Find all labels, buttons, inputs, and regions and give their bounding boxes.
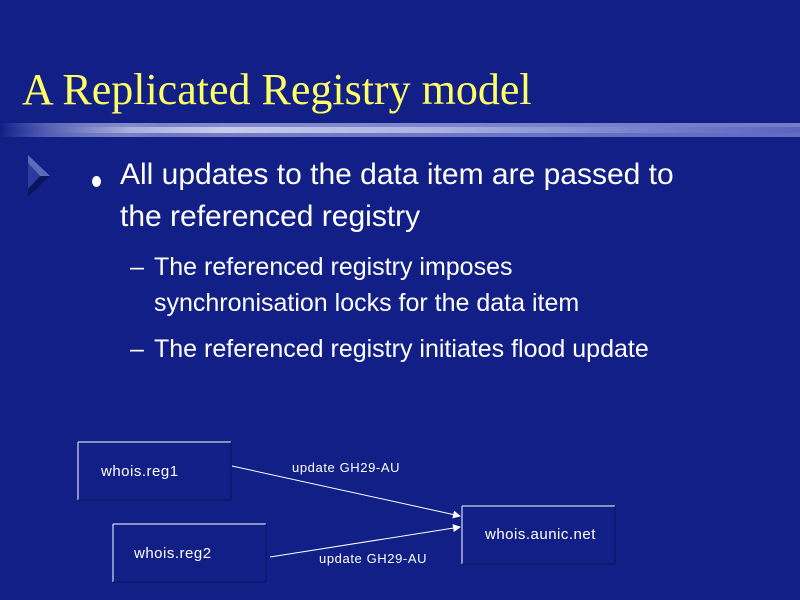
title-underline [0,123,800,137]
edge-reg2-to-aunic [269,524,461,558]
sub-bullet-text: The referenced registry initiates flood … [154,335,649,363]
node-reg2-box [112,523,267,583]
slide-title: A Replicated Registry model [22,65,532,114]
sub-bullet-2: – The referenced registry initiates floo… [130,331,690,367]
node-aunic-label: whois.aunic.net [485,526,596,543]
sub-bullet-text: The referenced registry imposes synchron… [154,253,580,317]
nav-arrow-icon [28,155,50,197]
sub-bullet-1: – The referenced registry imposes synchr… [130,249,690,321]
node-aunic-box [461,505,616,565]
node-reg1-box [77,441,232,501]
sub-bullet-dash: – [130,253,144,281]
edge-reg2-label: update GH29-AU [319,551,428,566]
edge-reg1-to-aunic [231,465,461,519]
edge-reg1-label: update GH29-AU [292,460,401,475]
main-bullet-text: All updates to the data item are passed … [120,158,674,233]
node-reg1-label: whois.reg1 [101,463,179,480]
sub-bullet-dash: – [130,335,144,363]
bullet-dot-icon [92,176,101,187]
node-reg2-label: whois.reg2 [134,545,212,562]
